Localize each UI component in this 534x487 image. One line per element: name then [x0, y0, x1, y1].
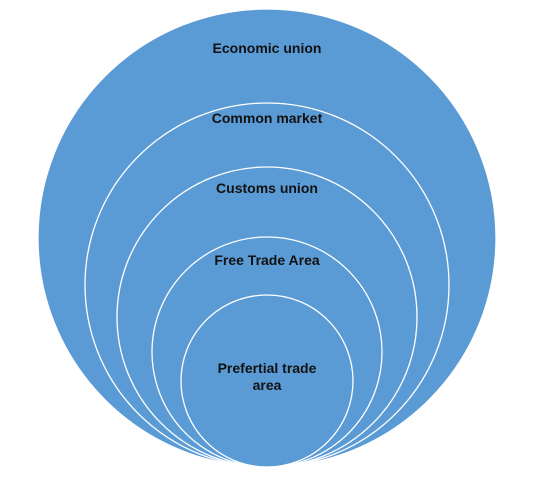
label-free-trade-area: Free Trade Area — [214, 252, 320, 268]
label-customs-union: Customs union — [216, 180, 318, 196]
ring-preferential-trade-area — [180, 294, 354, 468]
label-common-market: Common market — [212, 110, 323, 126]
label-economic-union: Economic union — [213, 40, 322, 56]
